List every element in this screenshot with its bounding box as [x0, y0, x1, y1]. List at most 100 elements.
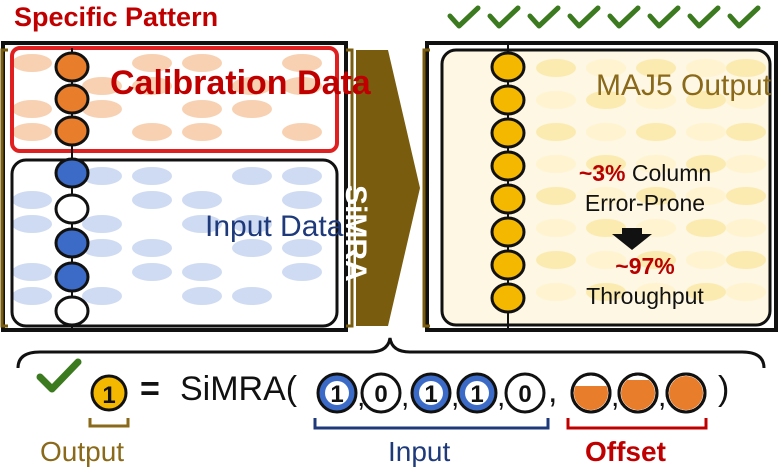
offset-circle-fill — [621, 380, 655, 410]
calibration-cell — [12, 100, 52, 118]
result-bit-circle — [90, 374, 128, 412]
output-cell-highlight — [490, 249, 526, 281]
left-highlighted-column — [54, 48, 90, 332]
input-cell — [182, 191, 222, 209]
input-cell — [282, 191, 322, 209]
input-cell — [182, 167, 222, 185]
check-icon — [727, 5, 761, 29]
calibration-cell-highlight — [54, 83, 90, 115]
input-cell — [282, 167, 322, 185]
calibration-cell — [82, 77, 122, 95]
input-cell — [132, 263, 172, 281]
calibration-cell — [232, 77, 272, 95]
calibration-cell — [132, 54, 172, 72]
input-cell-highlight — [54, 295, 90, 327]
input-bit-inner — [465, 381, 489, 405]
input-bit-value: 0 — [518, 381, 531, 408]
output-cell — [636, 251, 676, 269]
output-cell-highlight — [490, 183, 526, 215]
calibration-cell — [132, 123, 172, 141]
calibration-cell — [282, 100, 322, 118]
output-cell-highlight — [490, 51, 526, 83]
simra-arrow — [356, 50, 420, 326]
offset-underbracket — [566, 418, 708, 430]
output-cell-highlight — [490, 150, 526, 182]
output-cell — [636, 155, 676, 173]
output-cell — [726, 91, 766, 109]
input-cell — [232, 191, 272, 209]
input-bit-inner — [325, 381, 349, 405]
input-cell — [132, 287, 172, 305]
output-cell — [686, 283, 726, 301]
calibration-cell-highlight — [54, 115, 90, 147]
calibration-cell-highlight — [54, 51, 90, 83]
input-bit-inner — [419, 381, 443, 405]
calibration-cell — [82, 123, 122, 141]
output-cell — [636, 283, 676, 301]
offset-circle-border — [617, 372, 659, 414]
output-cell — [536, 123, 576, 141]
input-cell — [82, 263, 122, 281]
calibration-cell — [232, 100, 272, 118]
input-bit-value: 1 — [470, 381, 483, 408]
output-cell — [686, 155, 726, 173]
output-cell — [586, 187, 626, 205]
input-cell — [182, 215, 222, 233]
separator-comma: , — [548, 372, 558, 410]
output-label: Output — [40, 436, 125, 467]
input-bit-value: 1 — [330, 381, 343, 408]
calibration-cell — [282, 77, 322, 95]
output-cell — [536, 91, 576, 109]
offset-circle-border — [570, 372, 612, 414]
input-cell-highlight — [54, 261, 90, 293]
input-cell-highlight — [54, 193, 90, 225]
throughput-percentage: ~97% — [615, 253, 675, 279]
arrow-shape — [356, 50, 420, 326]
function-name: SiMRA( — [180, 370, 298, 408]
output-cell-highlight — [490, 84, 526, 116]
error-percentage: ~3% — [578, 160, 626, 186]
left-bracket — [0, 48, 8, 328]
error-suffix: Column — [625, 160, 712, 186]
calibration-cell — [132, 77, 172, 95]
check-icon — [527, 5, 561, 29]
equals-sign: = — [140, 370, 160, 408]
input-cell-highlight — [54, 227, 90, 259]
output-cell — [636, 219, 676, 237]
maj5-output-label: MAJ5 Output — [596, 69, 772, 102]
result-circle: 1 — [90, 374, 128, 412]
error-stat-line1: ~3% Column — [545, 162, 745, 185]
summary-brace — [16, 337, 766, 369]
input-cell — [12, 167, 52, 185]
output-cell — [586, 251, 626, 269]
input-cell — [132, 215, 172, 233]
input-comma: , — [401, 380, 409, 413]
input-cell — [282, 215, 322, 233]
input-cell — [82, 215, 122, 233]
offset-label: Offset — [585, 436, 666, 467]
output-cell — [586, 283, 626, 301]
left-panel — [1, 41, 348, 332]
calibration-cell — [182, 100, 222, 118]
calibration-cell — [12, 77, 52, 95]
check-icon — [487, 5, 521, 29]
input-bit-value: 0 — [374, 381, 387, 408]
checkmark-row — [447, 5, 761, 29]
calibration-cell — [12, 54, 52, 72]
input-underbracket — [313, 418, 550, 430]
output-cell — [586, 59, 626, 77]
input-cell — [82, 287, 122, 305]
arrow-label: SiMRA — [339, 185, 372, 282]
left-cell-grid — [12, 54, 322, 305]
input-comma: , — [497, 380, 505, 413]
calibration-cell — [282, 54, 322, 72]
output-cell-highlight — [490, 216, 526, 248]
offset-circle-fill — [669, 376, 703, 410]
input-cell — [12, 215, 52, 233]
output-cell — [686, 59, 726, 77]
closing-paren: ) — [718, 370, 730, 408]
output-cell — [726, 251, 766, 269]
input-box — [10, 158, 339, 328]
output-underbracket — [88, 418, 130, 428]
